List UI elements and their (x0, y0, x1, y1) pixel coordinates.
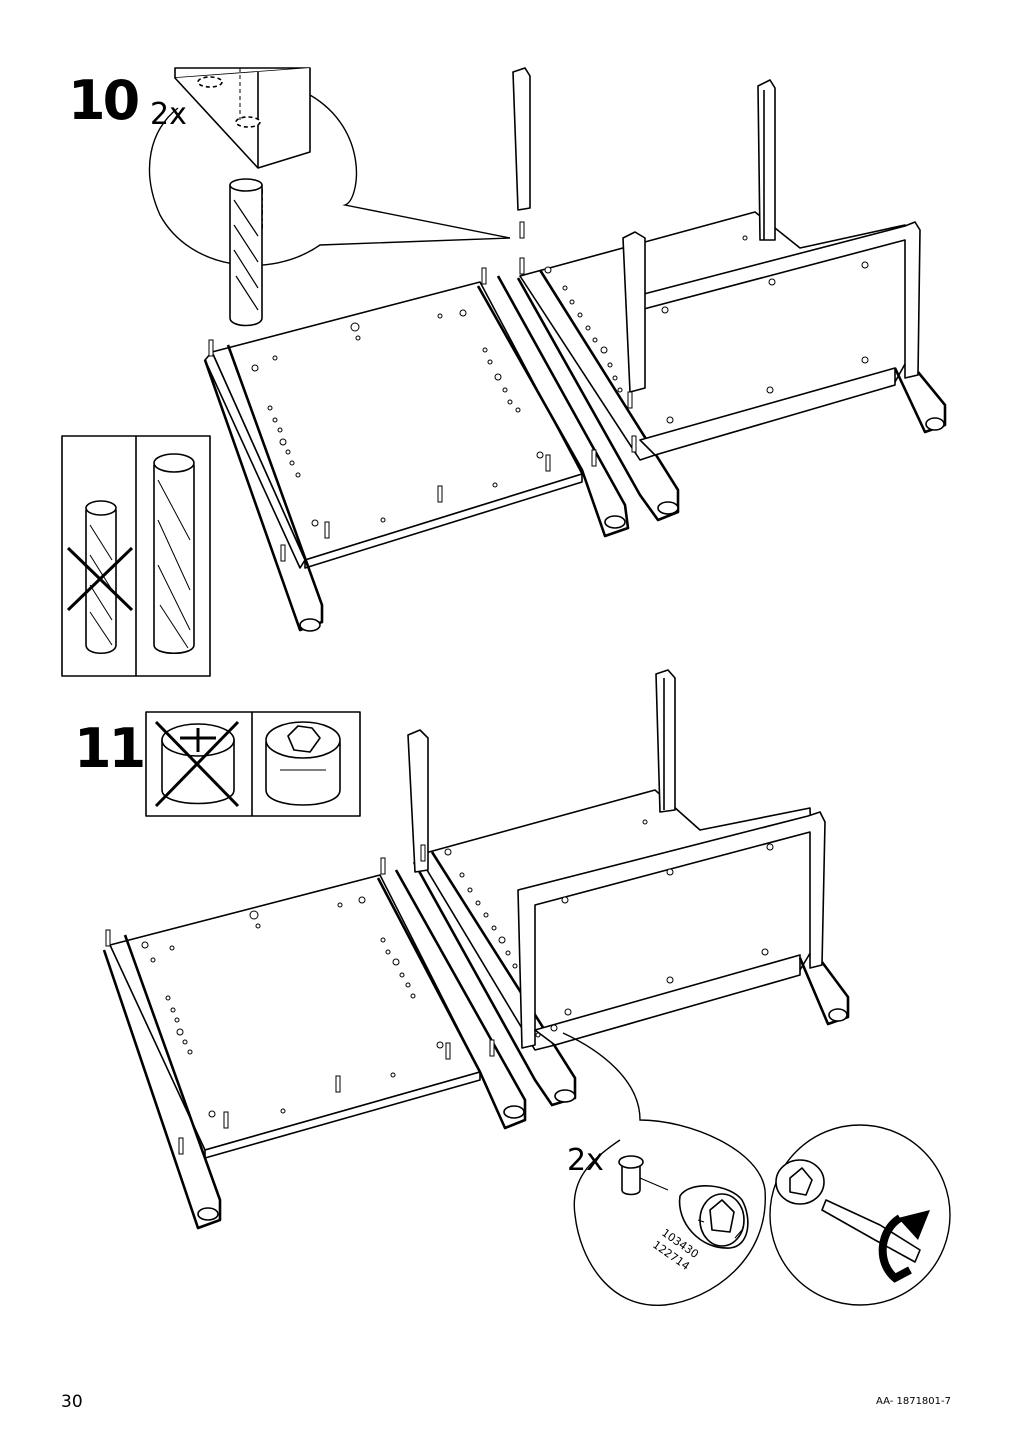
dowel-ridged-crossed-icon (66, 500, 134, 655)
step-11-camlock-comparison-box (145, 711, 361, 817)
dowel-spiral-icon (153, 453, 195, 655)
step-11-left-panel-assembly (102, 857, 527, 1230)
screwdriver-turn-icon (775, 1159, 930, 1283)
step-10-dowel-comparison-box (61, 435, 211, 677)
step-10-left-panel-assembly (203, 267, 630, 632)
page-number: 30 (61, 1392, 83, 1412)
step-10-number: 10 (68, 69, 140, 132)
document-code: AA- 1871801-7 (875, 1396, 951, 1407)
step-10-right-frame-assembly (512, 67, 947, 522)
step-11-right-frame-assembly (407, 669, 850, 1107)
step-11-number: 11 (74, 717, 146, 780)
step-11-camlock-callout (562, 1032, 951, 1306)
camlock-icon (265, 721, 341, 806)
step-10-dowel-callout (148, 67, 511, 327)
camlock-upside-down-crossed-icon (154, 720, 240, 808)
step-10-quantity: 2x (150, 97, 187, 132)
